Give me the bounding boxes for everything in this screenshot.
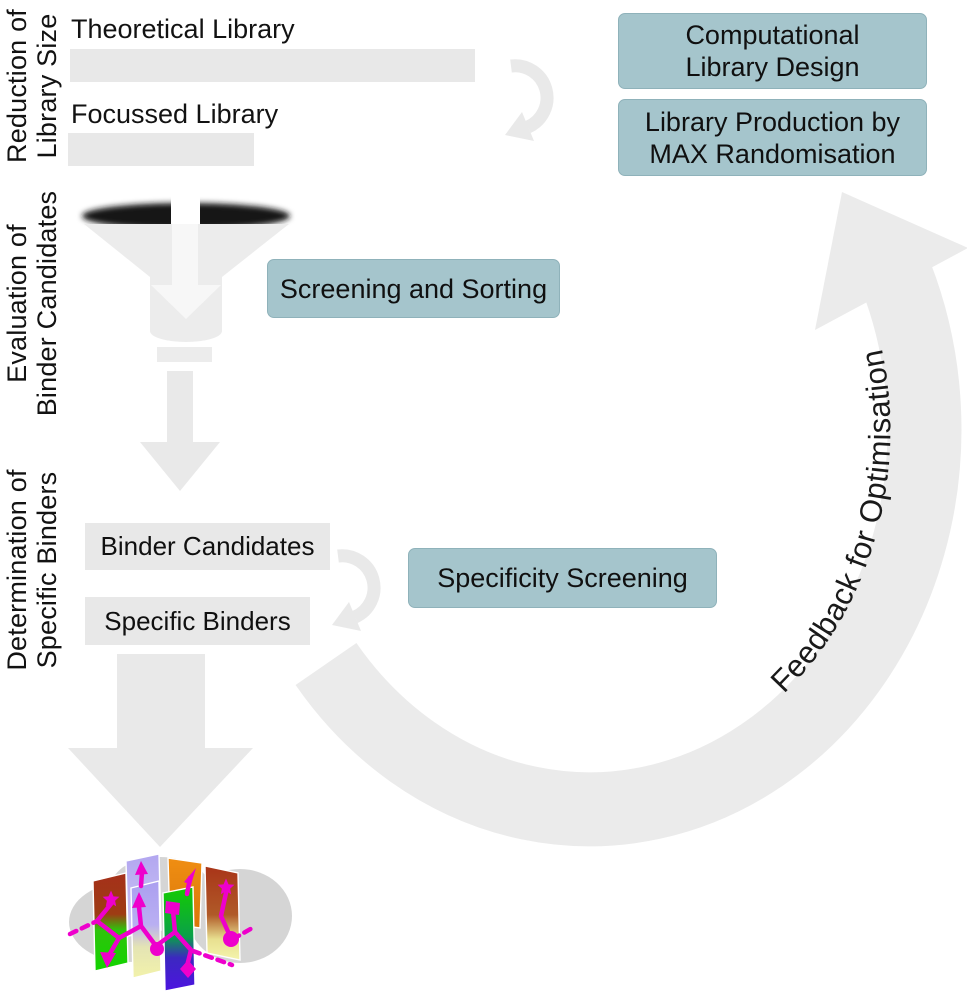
process-box-specificity-screening: Specificity Screening (408, 548, 717, 608)
section-label-determination: Determination of Specific Binders (2, 469, 62, 671)
binder-array-illustration (67, 853, 292, 992)
process-box-screening-and-sorting: Screening and Sorting (267, 259, 560, 318)
cycle-arrow-binders-icon (332, 549, 381, 631)
process-box-computational-library-design: Computational Library Design (618, 13, 927, 89)
down-arrow-result-icon (68, 654, 253, 847)
section-label-evaluation: Evaluation of Binder Candidates (2, 190, 62, 417)
section-label-reduction: Reduction of Library Size (2, 9, 62, 163)
focussed-library-label: Focussed Library (71, 99, 279, 129)
cycle-arrow-top-icon (505, 59, 554, 141)
focussed-library-bar (68, 133, 254, 166)
process-box-library-production: Library Production by MAX Randomisation (618, 99, 927, 176)
result-box-specific-binders: Specific Binders (85, 597, 310, 645)
funnel-icon (82, 196, 290, 342)
down-arrow-evaluation-icon (140, 371, 220, 491)
funnel-outlet-bar (157, 347, 212, 362)
theoretical-library-bar (70, 49, 475, 82)
result-box-binder-candidates: Binder Candidates (85, 523, 330, 570)
theoretical-library-label: Theoretical Library (71, 14, 295, 44)
